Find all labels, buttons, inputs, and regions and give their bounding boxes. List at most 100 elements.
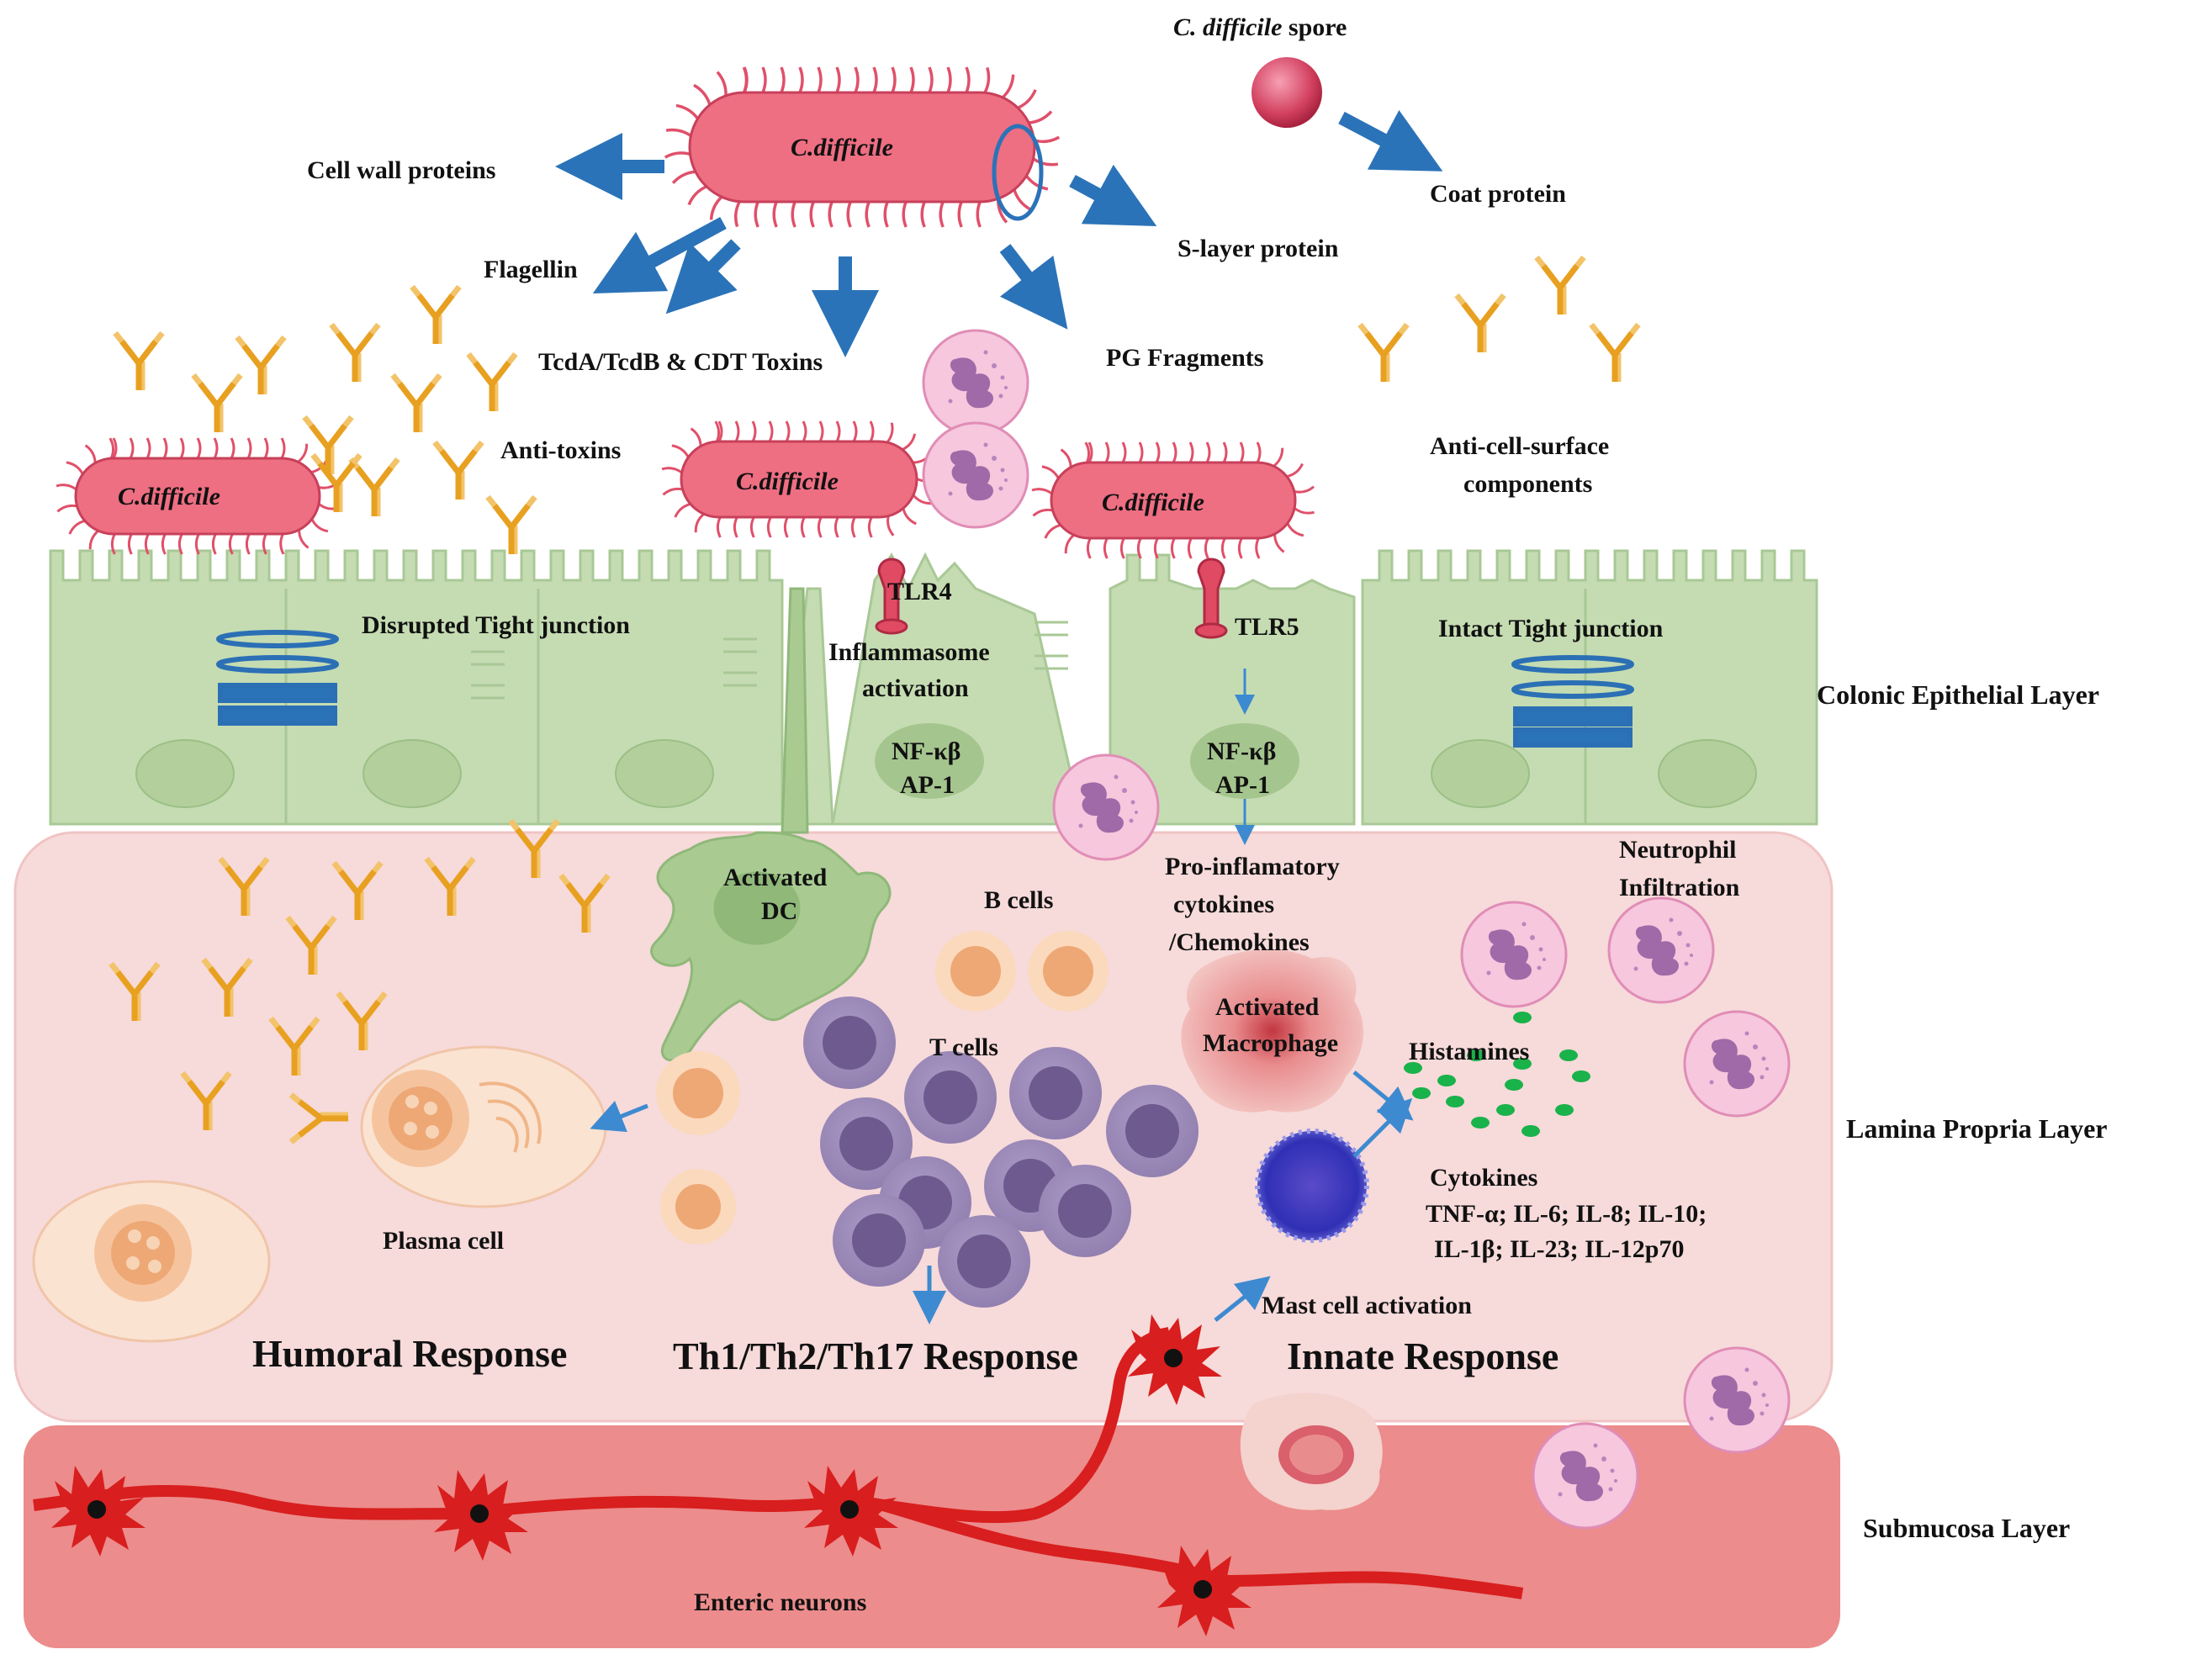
flagellum: [687, 185, 707, 206]
pg-fragments-label: PG Fragments: [1106, 344, 1263, 372]
flagellum: [1294, 485, 1315, 494]
flagellum: [1286, 522, 1304, 537]
flagellum: [127, 533, 133, 555]
flagellum: [785, 420, 791, 442]
flagellum: [280, 437, 286, 459]
flagellum: [886, 422, 894, 444]
antibodies-upper-right: [1360, 257, 1638, 382]
flagellum: [783, 516, 789, 538]
flagellum: [869, 420, 875, 442]
tlr4-label: TLR4: [887, 578, 952, 605]
c-difficile-left: [56, 437, 340, 555]
lamina-layer-label: Lamina Propria Layer: [1846, 1113, 2108, 1144]
flagellum: [245, 533, 251, 555]
flagellum: [939, 201, 945, 228]
cytokines-list-2: IL-1β; IL-23; IL-12p70: [1434, 1235, 1685, 1263]
flagellum: [865, 201, 871, 228]
flagellum: [1086, 537, 1092, 559]
flagellum: [1024, 175, 1049, 191]
flagellum: [1294, 507, 1315, 515]
flagellum: [1187, 537, 1193, 559]
bacterium-name-center: C.difficile: [736, 468, 839, 495]
flagellum: [298, 529, 310, 549]
flagellum: [112, 437, 118, 459]
resting-macrophage: [1240, 1393, 1383, 1510]
nfkb-left-label: NF-κβ: [892, 737, 960, 765]
flagellum: [1032, 508, 1053, 517]
flagellum: [909, 66, 915, 93]
tlr5-label: TLR5: [1235, 613, 1299, 641]
bacterium-name-left: C.difficile: [118, 483, 220, 510]
flagellum: [1087, 441, 1093, 463]
flagellum: [1220, 537, 1226, 559]
flagellum: [665, 128, 692, 137]
flagellum: [902, 508, 917, 526]
flagellum: [68, 519, 86, 535]
anti-toxins-label: Anti-toxins: [500, 436, 621, 464]
inflammasome-label-1: Inflammasome: [828, 638, 990, 666]
flagellum: [1103, 537, 1109, 559]
pro-inflammatory-label-3: /Chemokines: [1168, 928, 1310, 956]
flagellum: [263, 437, 269, 459]
ap1-left-label: AP-1: [900, 771, 955, 799]
flagellum: [1239, 441, 1245, 463]
flagellum: [1273, 447, 1284, 468]
flagellum: [886, 515, 895, 536]
flagellum: [1155, 441, 1161, 463]
neutrophil-label-1: Neutrophil: [1619, 836, 1736, 864]
flagellum: [850, 516, 856, 538]
flagellum: [1204, 537, 1209, 559]
flagellum: [1273, 533, 1285, 553]
flagellum: [733, 200, 741, 228]
disrupted-tj-label: Disrupted Tight junction: [362, 611, 630, 639]
nf-kb-nucleus-left: [875, 723, 984, 799]
nfkb-right-label: NF-κβ: [1207, 737, 1276, 765]
b-cells-label: B cells: [984, 886, 1054, 914]
flagellum: [1136, 537, 1142, 559]
humoral-response-label: Humoral Response: [252, 1332, 567, 1375]
flagellum: [835, 66, 841, 93]
c-difficile-spore: [1252, 57, 1322, 128]
flagellum: [84, 444, 97, 463]
flagellum: [661, 467, 683, 474]
t-cells-label: T cells: [929, 1033, 998, 1061]
flagellum: [976, 201, 982, 228]
flagellum: [196, 437, 202, 459]
flagellum: [734, 420, 740, 442]
tlr5-receptor: [1194, 558, 1228, 639]
toxins-label: TcdA/TcdB & CDT Toxins: [538, 348, 823, 376]
flagellum: [846, 201, 852, 228]
neutrophil-label-2: Infiltration: [1619, 874, 1740, 901]
flagellum: [1001, 74, 1015, 99]
mast-cell: [1255, 1128, 1369, 1243]
plasma-cell-main: [360, 1045, 607, 1208]
flagellum: [733, 516, 738, 538]
flagellum: [835, 420, 841, 442]
flagellum: [1255, 537, 1261, 559]
flagellum: [742, 66, 749, 93]
flagellum: [946, 66, 952, 93]
flagellum: [902, 433, 917, 451]
flagellum: [883, 201, 889, 228]
flagellum: [1119, 537, 1125, 559]
flagellum: [108, 437, 115, 459]
flagellum: [1153, 537, 1159, 559]
flagellum: [891, 66, 897, 93]
flagellum: [213, 437, 219, 459]
flagellum: [754, 201, 759, 228]
flagellum: [902, 201, 908, 228]
flagellum: [690, 427, 702, 447]
pro-inflammatory-label-2: cytokines: [1173, 891, 1274, 918]
histamines-label: Histamines: [1409, 1038, 1529, 1065]
flagellum: [780, 66, 786, 93]
flagellum: [1060, 448, 1072, 468]
flagellum: [662, 487, 683, 496]
flagellum: [161, 533, 167, 555]
coat-protein-label: Coat protein: [1430, 180, 1566, 208]
flagellum: [1064, 534, 1075, 554]
enteric-neurons: [33, 1314, 1524, 1636]
flagellum: [297, 443, 309, 463]
flagellum: [768, 420, 774, 442]
flagellum: [852, 420, 858, 442]
